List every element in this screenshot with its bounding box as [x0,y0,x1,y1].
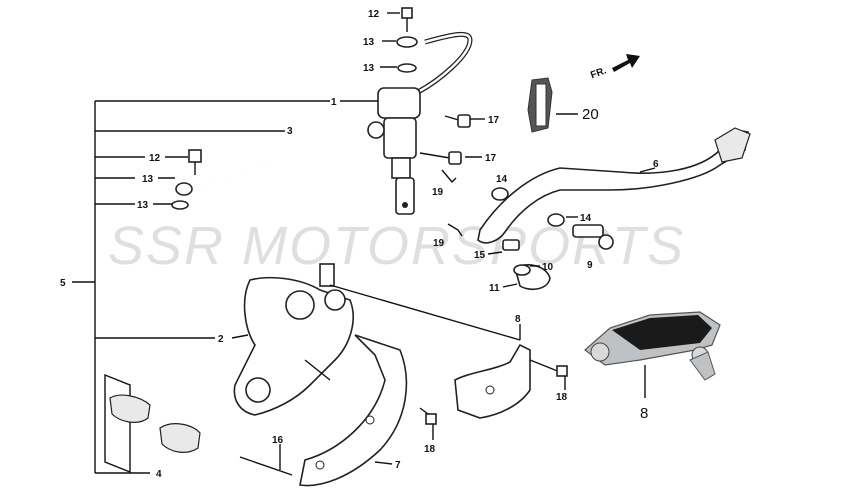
callout-2: 2 [218,334,224,345]
direction-label: FR. [589,65,608,81]
callout-13-left-top: 13 [142,174,154,185]
callout-19-top: 19 [432,187,444,198]
callout-12-top: 12 [368,9,380,20]
brake-hose [175,127,381,196]
reservoir-hose [416,31,473,95]
callout-16: 16 [272,435,284,446]
pad-pin [239,448,293,476]
callout-19-bottom: 19 [433,238,445,249]
callout-5: 5 [60,278,66,289]
callout-labels: 12 13 13 1 3 17 17 12 13 13 19 14 6 14 1… [60,9,659,480]
callout-17-bottom: 17 [485,153,497,164]
callout-13-top: 13 [363,37,375,48]
callout-8-photo: 8 [640,405,648,422]
callout-11: 11 [489,283,500,294]
master-cylinder [367,87,421,215]
callout-6: 6 [653,159,659,170]
brake-pedal [477,127,751,291]
callout-4: 4 [156,469,162,480]
callout-20-photo: 20 [582,106,599,123]
callout-8-diagram: 8 [515,314,521,325]
callout-12-left: 12 [149,153,161,164]
guard-bracket [419,343,568,425]
aftermarket-clevis [527,77,578,133]
callout-14-bottom: 14 [580,213,592,224]
banjo-bolt-left [171,149,202,210]
callout-15: 15 [474,250,486,261]
assembly-bracket-lines [72,100,330,474]
callout-1: 1 [331,97,337,108]
callout-13-mid: 13 [363,63,375,74]
callout-13-left-bottom: 13 [137,200,149,211]
aftermarket-bracket [584,311,721,398]
callout-leaders [153,12,656,465]
callout-18-right: 18 [556,392,568,403]
brake-caliper [233,263,354,416]
cotter-pins [441,169,463,237]
callout-10: 10 [542,262,554,273]
callout-3: 3 [287,126,293,137]
callout-17-top: 17 [488,115,500,126]
callout-9: 9 [587,260,593,271]
bolts-17 [419,114,471,165]
banjo-bolt-top [396,7,418,73]
callout-18-left: 18 [424,444,436,455]
front-direction-arrow: FR. [589,54,640,81]
disc-guard [299,334,408,487]
callout-7: 7 [395,460,401,471]
callout-14-top: 14 [496,174,508,185]
brake-pads [104,373,201,474]
